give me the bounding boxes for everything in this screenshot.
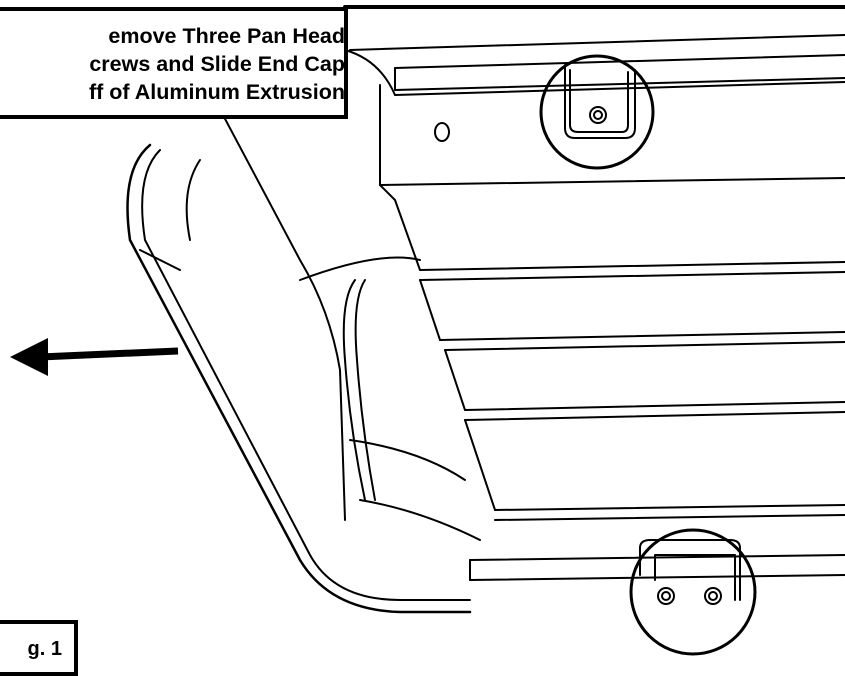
end-cap-inner-edge: [141, 149, 471, 601]
figure-label-text: g. 1: [27, 638, 62, 660]
extrusion-rib-1: [419, 261, 845, 271]
figure-label: g. 1: [0, 620, 78, 676]
top-end-cap-tab: [564, 64, 636, 139]
extrusion-top-edge: [349, 34, 845, 51]
end-cap-inner-wall: [199, 99, 346, 521]
mount-hole: [434, 122, 450, 142]
screw-icon: [589, 106, 607, 124]
detail-circle: [539, 54, 655, 170]
screw-icon: [657, 587, 675, 605]
screw-icon: [704, 587, 722, 605]
bottom-end-cap-tab: [639, 539, 741, 601]
extrusion-rib-4: [494, 504, 845, 511]
detail-circle: [629, 528, 757, 656]
callout-line-1: emove Three Pan Head: [108, 24, 345, 48]
arrow-left-icon: [10, 338, 179, 376]
extrusion-bottom-rail: [469, 554, 845, 561]
end-cap-outer-edge: [126, 143, 472, 614]
callout-line-2: crews and Slide End Cap: [89, 52, 345, 76]
callout-line-3: ff of Aluminum Extrusion: [89, 80, 345, 104]
extrusion-body-upper: [379, 84, 845, 186]
instruction-callout: emove Three Pan Head crews and Slide End…: [0, 7, 348, 119]
extrusion-rib-3: [464, 401, 845, 411]
extrusion-rib-2: [439, 331, 845, 341]
